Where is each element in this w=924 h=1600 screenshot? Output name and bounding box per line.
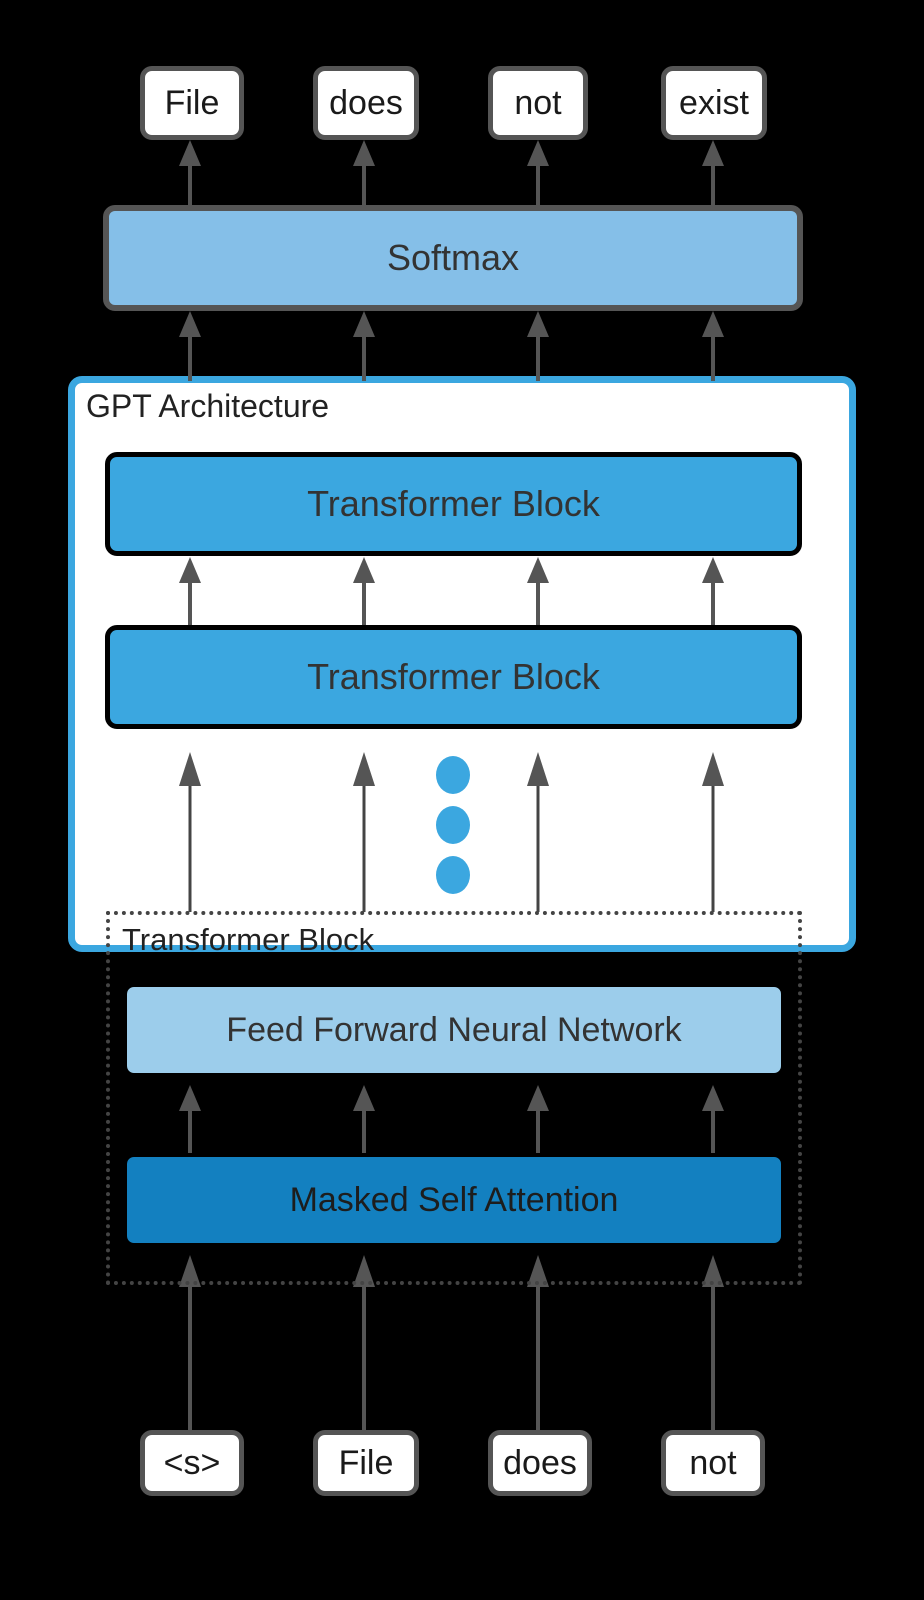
output-token-box-0: File [140,66,244,140]
output-token-label: File [164,84,220,122]
output-token-label: not [514,84,562,122]
arrow-block2-to-block1-0 [176,557,204,627]
output-token-box-3: exist [661,66,767,140]
transformer-block-top: Transformer Block [105,452,802,556]
input-token-label: File [338,1444,394,1482]
arrow-expanded-to-block2-3 [700,752,726,912]
arrow-expanded-to-block2-1 [351,752,377,912]
softmax-block: Softmax [103,205,803,311]
arrow-gpt-to-softmax-2 [524,311,552,381]
arrow-softmax-to-output-1 [350,140,378,208]
arrow-block2-to-block1-2 [524,557,552,627]
arrow-softmax-to-output-3 [699,140,727,208]
output-token-label: exist [679,84,749,122]
expanded-transformer-block [106,911,802,1285]
arrow-input-to-msa-3 [700,1255,726,1435]
input-token-box-0: <s> [140,1430,244,1496]
output-token-label: does [329,84,403,122]
feed-forward-label: Feed Forward Neural Network [226,1010,682,1049]
arrow-input-to-msa-1 [351,1255,377,1435]
masked-self-attention-label: Masked Self Attention [289,1180,619,1219]
arrow-msa-to-ffn-2 [525,1085,551,1153]
transformer-block-label: Transformer Block [307,483,600,524]
softmax-label: Softmax [386,237,520,278]
arrow-softmax-to-output-0 [176,140,204,208]
arrow-gpt-to-softmax-1 [350,311,378,381]
masked-self-attention-block: Masked Self Attention [122,1152,786,1248]
expanded-transformer-block-label: Transformer Block [122,922,375,957]
ellipsis-dot-0 [436,756,470,794]
input-token-label: <s> [163,1444,221,1482]
output-token-box-2: not [488,66,588,140]
arrow-input-to-msa-2 [525,1255,551,1435]
arrow-expanded-to-block2-0 [177,752,203,912]
arrow-msa-to-ffn-3 [700,1085,726,1153]
arrow-softmax-to-output-2 [524,140,552,208]
ellipsis-dot-1 [436,806,470,844]
arrow-gpt-to-softmax-3 [699,311,727,381]
transformer-block-second: Transformer Block [105,625,802,729]
arrow-block2-to-block1-3 [699,557,727,627]
input-token-box-1: File [313,1430,419,1496]
ellipsis-dot-2 [436,856,470,894]
input-token-label: not [689,1444,737,1482]
arrow-gpt-to-softmax-0 [176,311,204,381]
input-token-box-2: does [488,1430,592,1496]
arrow-expanded-to-block2-2 [525,752,551,912]
output-token-box-1: does [313,66,419,140]
input-token-label: does [503,1444,577,1482]
gpt-architecture-label: GPT Architecture [86,388,330,424]
feed-forward-neural-network-block: Feed Forward Neural Network [122,982,786,1078]
arrow-block2-to-block1-1 [350,557,378,627]
input-token-box-3: not [661,1430,765,1496]
arrow-input-to-msa-0 [177,1255,203,1435]
arrow-msa-to-ffn-1 [351,1085,377,1153]
transformer-block-label: Transformer Block [307,656,600,697]
arrow-msa-to-ffn-0 [177,1085,203,1153]
